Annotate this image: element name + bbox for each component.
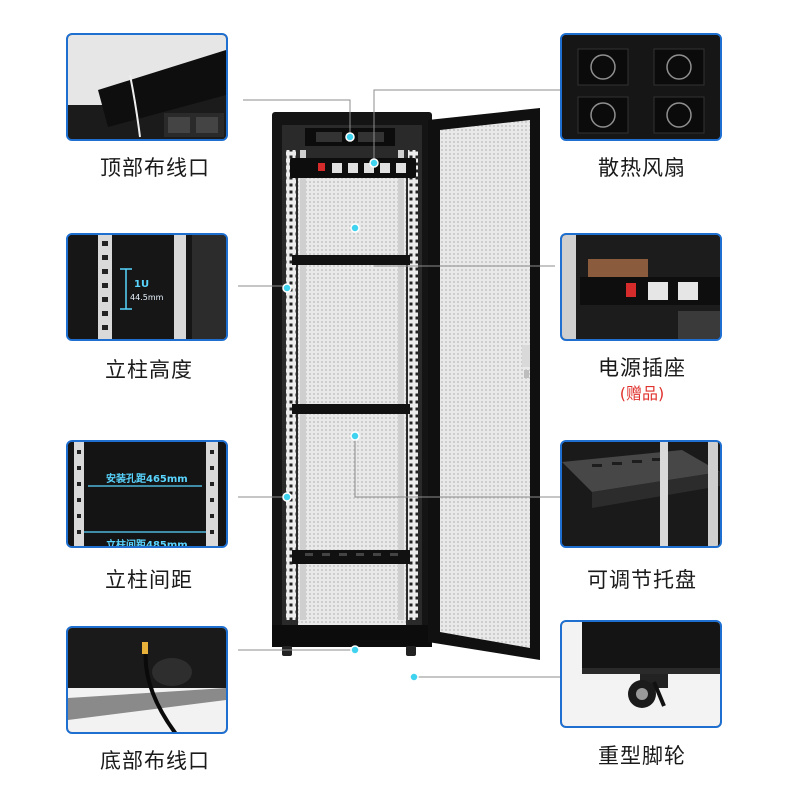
column-spacing-image: 安装孔距465mm 立柱间距485mm <box>66 440 228 548</box>
column-height-caption: 立柱高度 <box>105 358 193 382</box>
top-cable-port-caption: 顶部布线口 <box>100 156 210 180</box>
column-height-image: 1U 44.5mm <box>66 233 228 341</box>
unit-height-label: 1U <box>134 279 150 290</box>
column-spacing-caption: 立柱间距 <box>105 568 193 592</box>
top-cable-port-image <box>66 33 228 141</box>
heavy-casters-image <box>560 620 722 728</box>
adjustable-tray-image <box>560 440 722 548</box>
bottom-cable-port-image <box>66 626 228 734</box>
adjustable-tray-caption: 可调节托盘 <box>587 568 697 592</box>
heavy-casters-caption: 重型脚轮 <box>598 744 686 768</box>
hole-spacing-label: 安装孔距465mm <box>106 474 188 485</box>
bottom-cable-port-caption: 底部布线口 <box>100 749 210 773</box>
cooling-fans-image <box>560 33 722 141</box>
gift-note: (赠品) <box>619 384 665 403</box>
power-socket-caption: 电源插座 <box>598 356 686 380</box>
power-socket-image <box>560 233 722 341</box>
cooling-fans-caption: 散热风扇 <box>598 156 686 180</box>
post-spacing-label: 立柱间距485mm <box>106 540 188 548</box>
unit-height-size: 44.5mm <box>130 293 164 302</box>
